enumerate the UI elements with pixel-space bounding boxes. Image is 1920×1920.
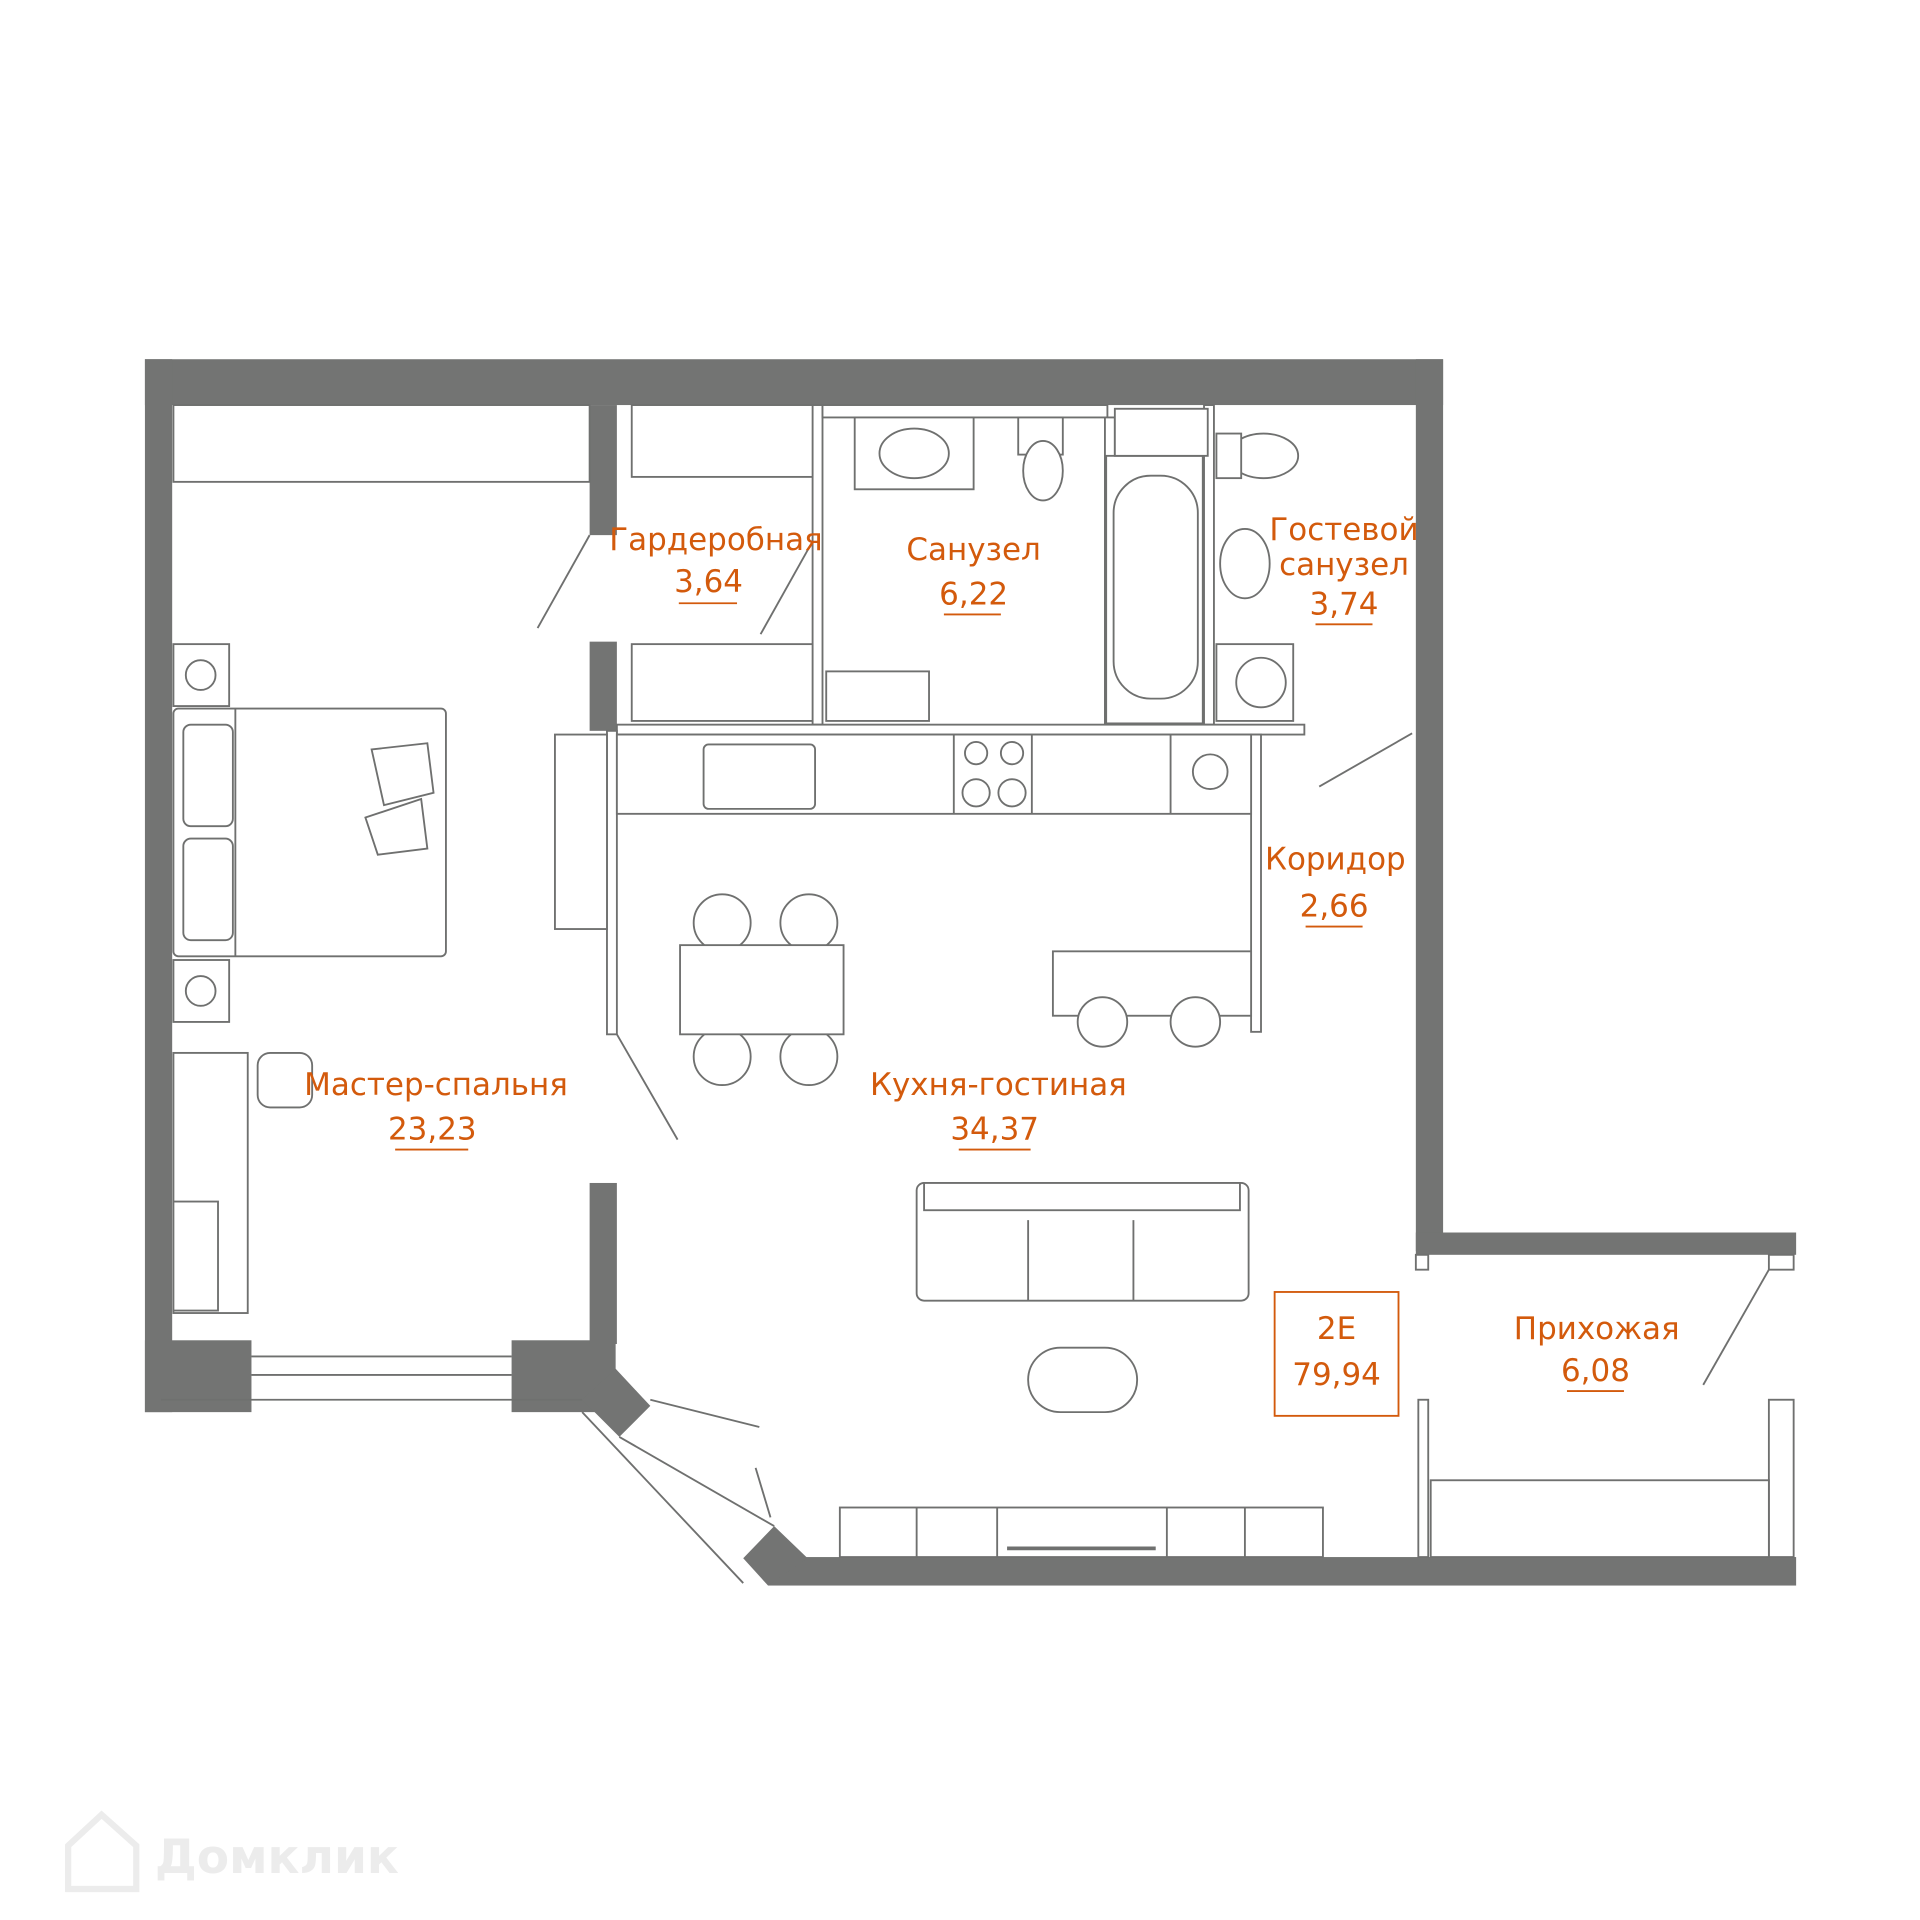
room-name: Санузел bbox=[906, 532, 1040, 568]
bedroom-furniture bbox=[172, 643, 447, 1314]
doors bbox=[536, 534, 1770, 1518]
room-name: Гостевой bbox=[1269, 512, 1418, 548]
apartment-code: 2E bbox=[1317, 1311, 1356, 1347]
room-area: 6,22 bbox=[939, 576, 1008, 612]
wardrobes bbox=[172, 404, 1770, 1558]
room-area: 34,37 bbox=[950, 1112, 1039, 1148]
room-name: Мастер-спальня bbox=[304, 1067, 568, 1103]
room-label-corridor: Коридор 2,66 bbox=[1265, 842, 1406, 928]
room-name: Гардеробная bbox=[609, 522, 822, 558]
room-name: Кухня-гостиная bbox=[870, 1067, 1127, 1103]
room-name: Коридор bbox=[1265, 842, 1406, 878]
room-area: 3,74 bbox=[1310, 586, 1379, 622]
room-label-master-bedroom: Мастер-спальня 23,23 bbox=[304, 1067, 568, 1151]
room-area: 6,08 bbox=[1561, 1353, 1630, 1389]
room-label-guest-bathroom: Гостевой санузел 3,74 bbox=[1269, 512, 1419, 626]
room-area: 2,66 bbox=[1300, 889, 1369, 925]
apartment-summary-box: 2E 79,94 bbox=[1273, 1291, 1400, 1417]
room-name-line2: санузел bbox=[1279, 547, 1409, 583]
walls bbox=[144, 359, 1797, 1586]
room-label-wardrobe: Гардеробная 3,64 bbox=[609, 522, 823, 605]
kitchen-furniture bbox=[554, 733, 1324, 1558]
room-area: 3,64 bbox=[674, 564, 743, 600]
room-label-kitchen-living: Кухня-гостиная 34,37 bbox=[870, 1067, 1127, 1151]
total-area: 79,94 bbox=[1292, 1357, 1381, 1393]
bathroom-fixtures bbox=[825, 407, 1300, 725]
watermark-logo: Домклик bbox=[65, 1810, 399, 1893]
room-name: Прихожая bbox=[1514, 1311, 1680, 1347]
room-area: 23,23 bbox=[388, 1112, 477, 1148]
watermark-text: Домклик bbox=[155, 1830, 399, 1885]
room-label-hallway: Прихожая 6,08 bbox=[1514, 1311, 1680, 1392]
room-label-bathroom: Санузел 6,22 bbox=[906, 532, 1041, 616]
